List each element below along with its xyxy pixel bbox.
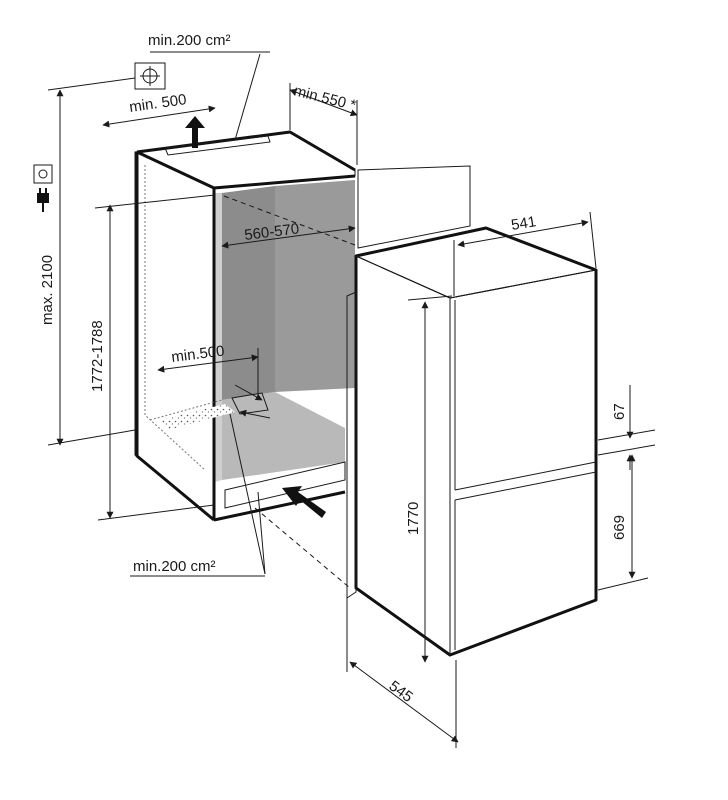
appliance-height-label: 1770: [405, 502, 422, 535]
dimension-lines: [47, 51, 656, 748]
max-height-label: max. 2100: [39, 255, 56, 325]
bottom-vent-area-label: min.200 cm²: [133, 558, 216, 575]
appliance: [346, 226, 598, 657]
top-vent-area-label: min.200 cm²: [148, 32, 231, 49]
side-clearance-label: min.550 *: [292, 82, 358, 114]
plug-icon: [37, 188, 49, 212]
socket-icon: [33, 164, 53, 184]
freezer-height-label: 669: [611, 515, 628, 540]
top-depth-min-label: min. 500: [128, 91, 187, 116]
airflow-in-arrow-icon: [282, 486, 326, 518]
niche-width-label: 560-570: [243, 220, 300, 244]
niche-height-label: 1772-1788: [89, 320, 106, 392]
upper-gap-label: 67: [611, 403, 628, 420]
niche-cabinet: [134, 130, 356, 522]
air-vent-icon: [134, 62, 166, 90]
appliance-depth-label: 545: [386, 677, 416, 705]
appliance-width-label: 541: [510, 213, 537, 234]
floor-depth-min-label: min.500: [170, 343, 225, 366]
